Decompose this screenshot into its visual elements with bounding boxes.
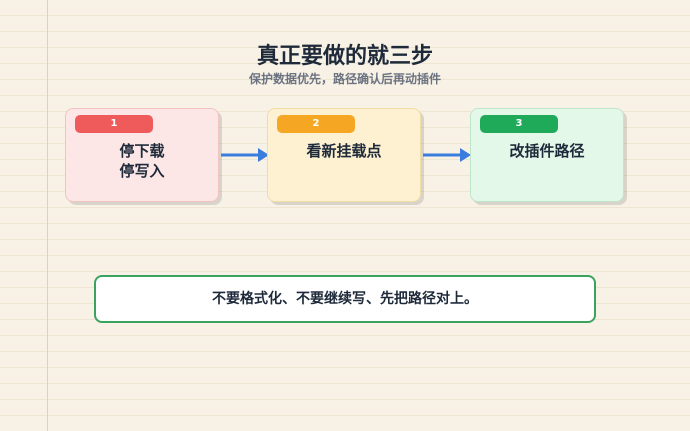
page-subtitle: 保护数据优先，路径确认后再动插件 <box>248 72 441 86</box>
notebook-margin-line <box>47 0 48 431</box>
step-text: 停下载 停写入 <box>66 141 218 181</box>
page-title: 真正要做的就三步 <box>256 44 433 69</box>
right-arrow-icon <box>423 148 471 162</box>
step-card-3: 3 改插件路径 <box>470 108 624 202</box>
step-card-2: 2 看新挂载点 <box>267 108 421 202</box>
step-text: 看新挂载点 <box>268 141 420 161</box>
step-text-line: 看新挂载点 <box>306 142 382 160</box>
step-number-badge: 3 <box>480 115 558 133</box>
step-card-1: 1 停下载 停写入 <box>65 108 219 202</box>
right-arrow-icon <box>221 148 269 162</box>
step-number-badge: 2 <box>277 115 355 133</box>
step-text-line: 改插件路径 <box>509 142 585 160</box>
step-text-line: 停下载 <box>119 142 165 160</box>
warning-note: 不要格式化、不要继续写、先把路径对上。 <box>94 275 596 323</box>
step-text-line: 停写入 <box>119 162 165 180</box>
step-text: 改插件路径 <box>471 141 623 161</box>
step-number-badge: 1 <box>75 115 153 133</box>
